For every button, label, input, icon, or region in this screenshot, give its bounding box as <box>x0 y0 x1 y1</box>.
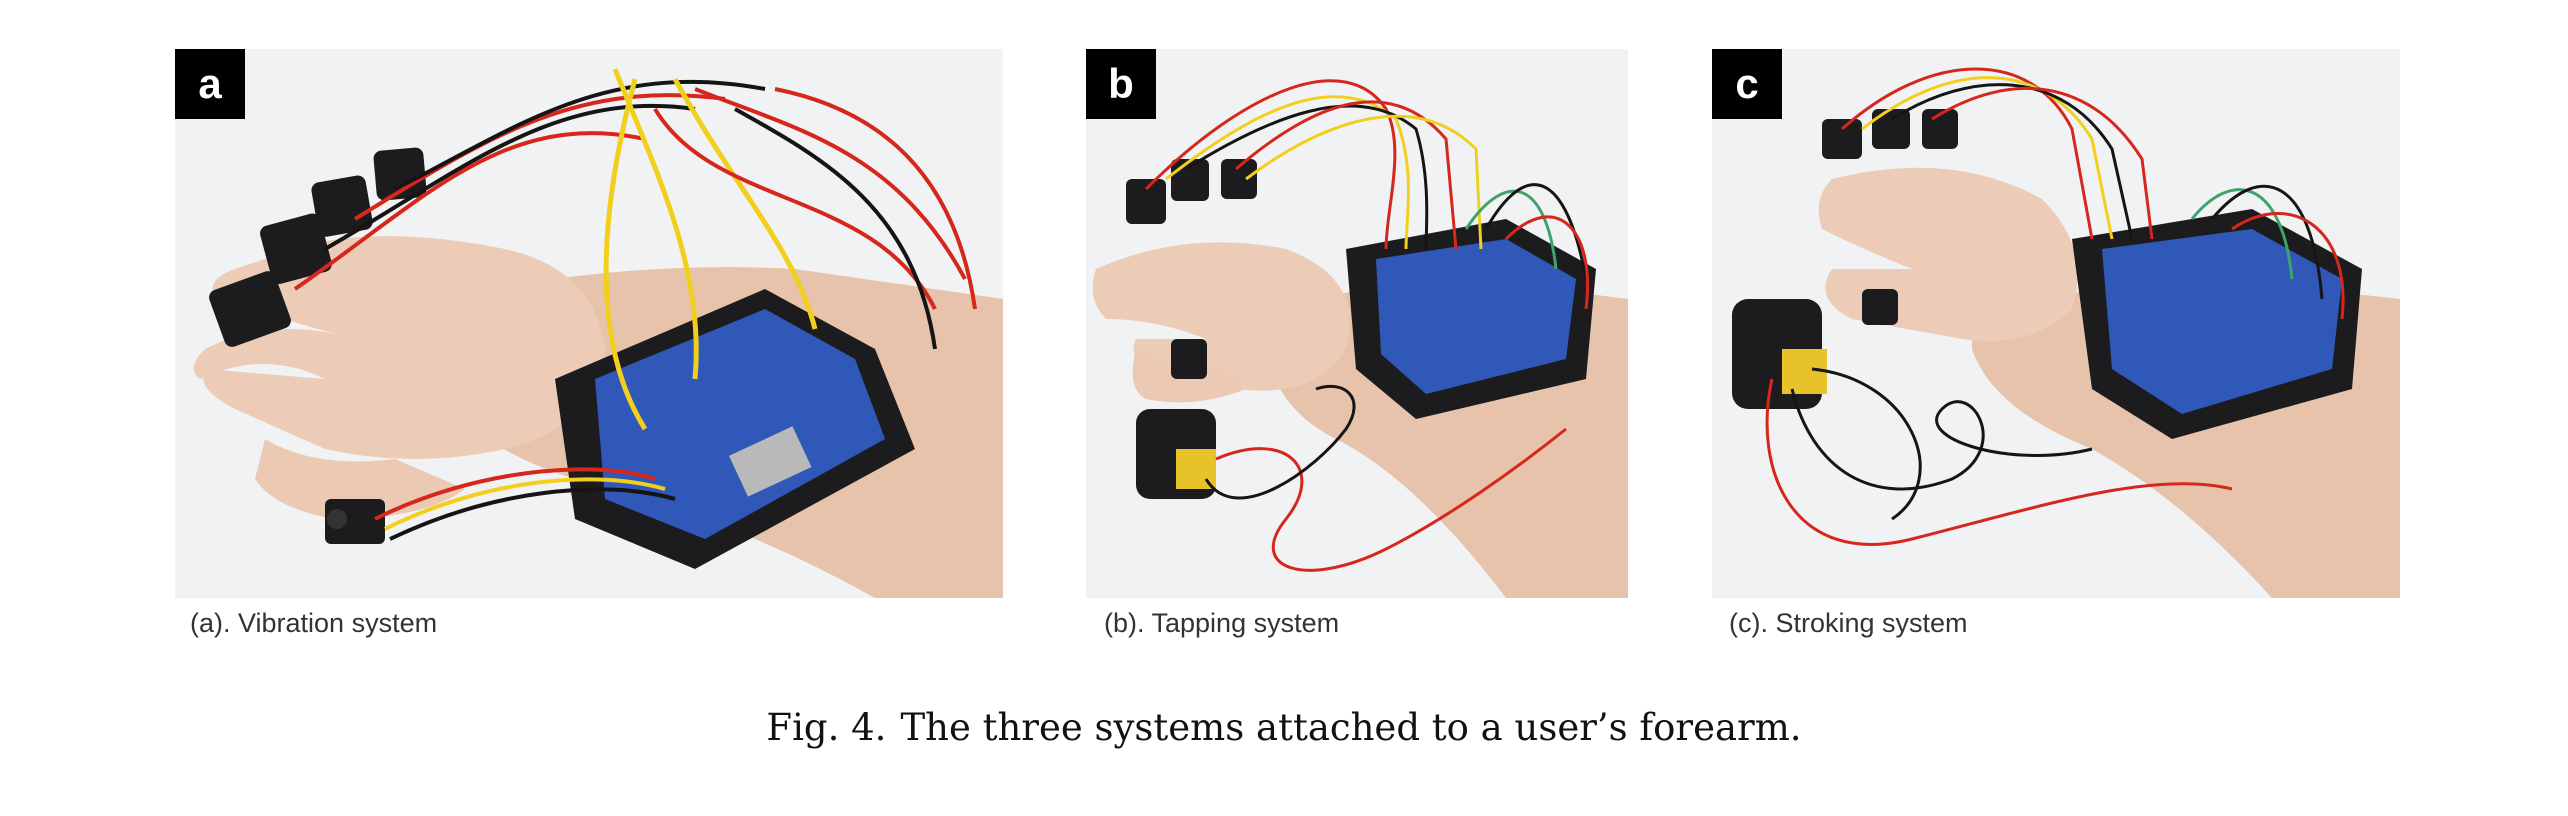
subcaption-stroking: (c). Stroking system <box>1729 608 1968 638</box>
vibration-system-photo <box>175 49 1003 598</box>
subcaption-vibration: (a). Vibration system <box>190 608 438 638</box>
photo-panel-vibration: a <box>175 49 1003 598</box>
panel-label-b: b <box>1086 49 1156 119</box>
figure-caption: Fig. 4. The three systems attached to a u… <box>0 706 2568 749</box>
photo-panel-tapping: b <box>1086 49 1628 598</box>
panel-label-c: c <box>1712 49 1782 119</box>
subcaption-tapping: (b). Tapping system <box>1104 608 1340 638</box>
panel-label-a: a <box>175 49 245 119</box>
photo-panel-stroking: c <box>1712 49 2400 598</box>
tapping-system-photo <box>1086 49 1628 598</box>
stroking-system-photo <box>1712 49 2400 598</box>
figure-number: Fig. 4. <box>766 706 887 749</box>
figure-caption-text: The three systems attached to a user’s f… <box>900 706 1802 749</box>
